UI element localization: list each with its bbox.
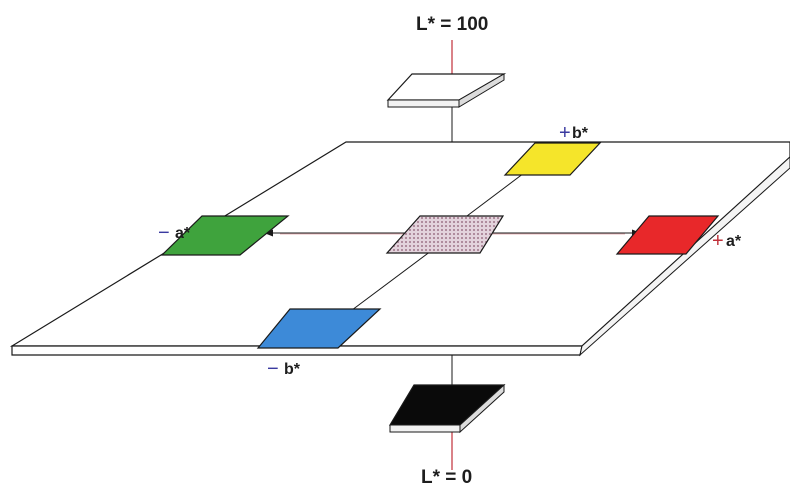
white-patch (386, 73, 507, 108)
red-patch (615, 215, 720, 255)
l-100-label: L* = 100 (416, 14, 488, 35)
plus-b-label: b* (572, 125, 589, 142)
minus-a-label: a* (175, 225, 191, 242)
plus-a-sign: + (712, 230, 724, 252)
plus-b-arrow (454, 166, 533, 226)
black-patch (388, 383, 506, 434)
minus-b-sign: − (267, 358, 279, 380)
neutral-patch (385, 215, 505, 254)
minus-b-label: b* (284, 361, 301, 378)
plus-a-label: a* (726, 233, 742, 250)
l-0-label: L* = 0 (421, 467, 472, 486)
minus-b-arrow (343, 247, 436, 317)
minus-a-sign: − (158, 222, 170, 244)
blue-patch (256, 308, 382, 349)
plus-b-sign: + (559, 122, 571, 144)
yellow-patch (503, 142, 602, 176)
green-patch (160, 215, 290, 256)
